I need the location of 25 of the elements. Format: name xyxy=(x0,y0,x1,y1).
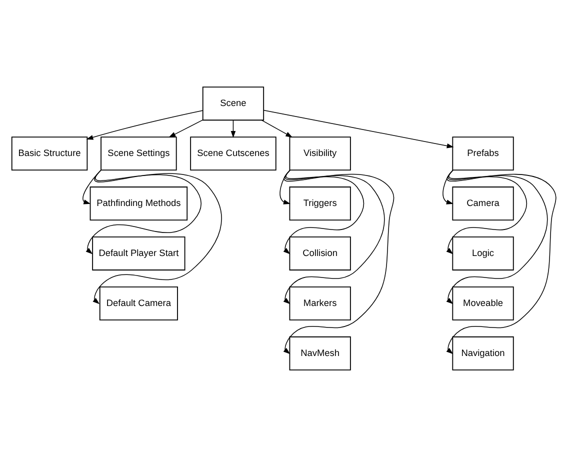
node-box: Logic xyxy=(452,236,514,270)
node-box: Navigation xyxy=(452,336,514,370)
arrow xyxy=(92,169,222,304)
arrow xyxy=(168,119,204,137)
node-box: Moveable xyxy=(452,286,514,320)
arrow xyxy=(263,109,454,148)
node-box: Visibility xyxy=(289,136,351,170)
node-box: Default Camera xyxy=(99,286,178,320)
node-box: Markers xyxy=(289,286,351,320)
node-box: Scene Cutscenes xyxy=(190,136,276,170)
node-box: Scene Settings xyxy=(100,136,177,170)
node-box: Scene xyxy=(202,86,264,120)
arrow xyxy=(283,169,394,354)
node-box: Pathfinding Methods xyxy=(90,186,188,220)
node-box: Basic Structure xyxy=(11,136,88,170)
node-box: Default Player Start xyxy=(92,236,186,270)
arrow xyxy=(446,169,556,354)
arrow xyxy=(86,110,204,140)
node-box: Triggers xyxy=(289,186,351,220)
arrow xyxy=(261,119,293,137)
node-box: NavMesh xyxy=(289,336,351,370)
node-box: Collision xyxy=(289,236,351,270)
node-box: Camera xyxy=(452,186,514,220)
node-box: Prefabs xyxy=(452,136,514,170)
arrow xyxy=(230,119,236,138)
